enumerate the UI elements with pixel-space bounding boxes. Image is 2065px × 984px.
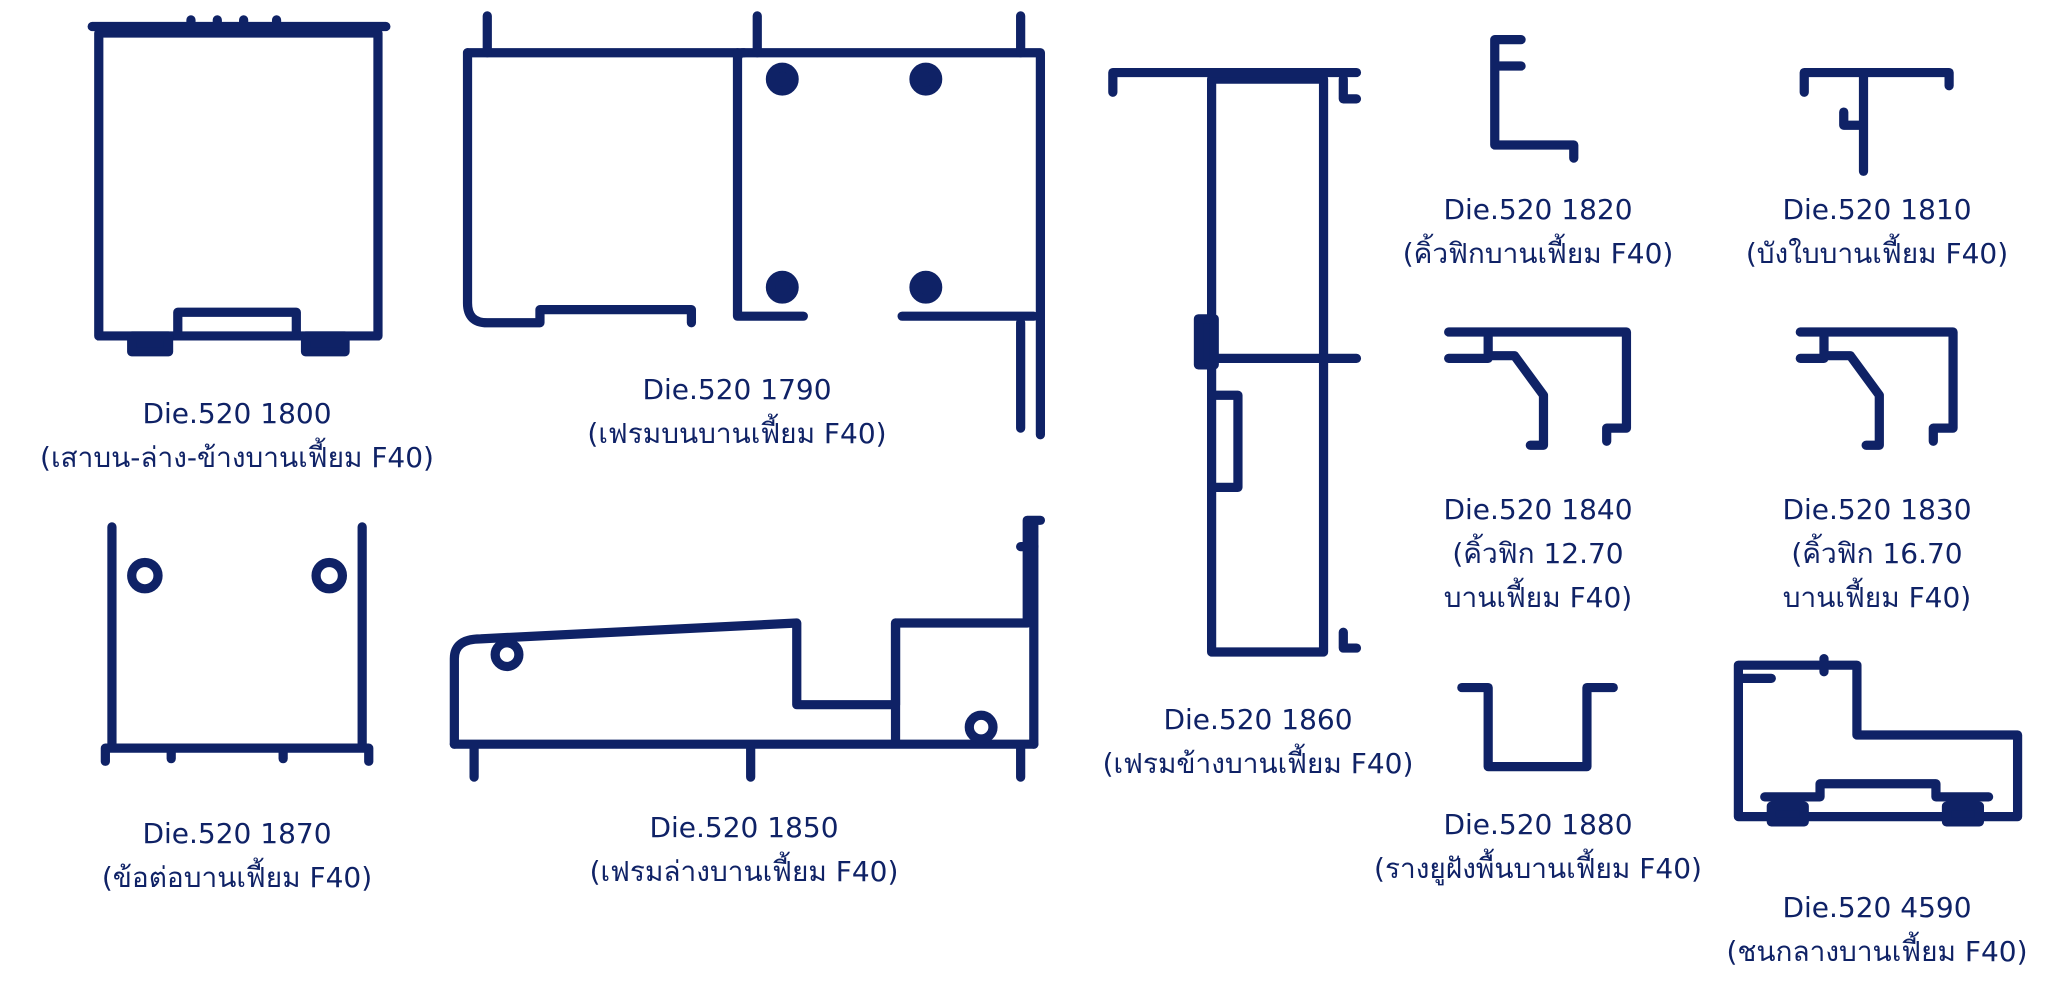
code: Die.520 1880 bbox=[1443, 808, 1633, 841]
profile-1790-drawing bbox=[462, 11, 1046, 440]
label-1860: Die.520 1860 (เฟรมข้างบานเฟี้ยม F40) bbox=[1103, 698, 1414, 786]
profile-1830-drawing bbox=[1795, 327, 1958, 450]
label-1840: Die.520 1840 (คิ้วฟิก 12.70 บานเฟี้ยม F4… bbox=[1443, 488, 1632, 620]
desc: (เสาบน-ล่าง-ข้างบานเฟี้ยม F40) bbox=[40, 441, 434, 474]
desc: (ข้อต่อบานเฟี้ยม F40) bbox=[101, 861, 373, 894]
code: Die.520 1860 bbox=[1163, 703, 1353, 736]
profile-1870-drawing bbox=[100, 522, 374, 766]
label-4590: Die.520 4590 (ชนกลางบานเฟี้ยม F40) bbox=[1726, 886, 2027, 974]
label-1820: Die.520 1820 (คิ้วฟิกบานเฟี้ยม F40) bbox=[1403, 188, 1674, 276]
code: Die.520 1870 bbox=[142, 817, 332, 850]
profile-1800-drawing bbox=[87, 15, 391, 357]
label-1790: Die.520 1790 (เฟรมบนบานเฟี้ยม F40) bbox=[587, 368, 886, 456]
desc: (คิ้วฟิก 12.70 bbox=[1452, 537, 1624, 570]
profile-1860-drawing bbox=[1108, 67, 1362, 657]
label-1800: Die.520 1800 (เสาบน-ล่าง-ข้างบานเฟี้ยม F… bbox=[40, 392, 434, 480]
code: Die.520 1840 bbox=[1443, 493, 1633, 526]
profile-4590-drawing bbox=[1733, 653, 2023, 827]
code: Die.520 4590 bbox=[1782, 891, 1972, 924]
code: Die.520 1800 bbox=[142, 397, 332, 430]
profile-1850-drawing bbox=[449, 515, 1046, 782]
desc: (รางยูฝังพื้นบานเฟี้ยม F40) bbox=[1374, 852, 1702, 885]
profile-1820-drawing bbox=[1490, 35, 1579, 163]
profile-1880-drawing bbox=[1457, 682, 1618, 772]
code: Die.520 1830 bbox=[1782, 493, 1972, 526]
desc: (ชนกลางบานเฟี้ยม F40) bbox=[1726, 935, 2028, 968]
desc: (คิ้วฟิกบานเฟี้ยม F40) bbox=[1402, 237, 1674, 270]
code: Die.520 1790 bbox=[642, 373, 832, 406]
code: Die.520 1810 bbox=[1782, 193, 1972, 226]
code: Die.520 1850 bbox=[649, 811, 839, 844]
desc: (เฟรมบนบานเฟี้ยม F40) bbox=[587, 417, 887, 450]
code: Die.520 1820 bbox=[1443, 193, 1633, 226]
label-1850: Die.520 1850 (เฟรมล่างบานเฟี้ยม F40) bbox=[590, 806, 899, 894]
desc: (เฟรมข้างบานเฟี้ยม F40) bbox=[1102, 747, 1414, 780]
profile-1810-drawing bbox=[1799, 67, 1954, 176]
desc: บานเฟี้ยม F40) bbox=[1443, 581, 1633, 614]
label-1830: Die.520 1830 (คิ้วฟิก 16.70 บานเฟี้ยม F4… bbox=[1782, 488, 1971, 620]
label-1870: Die.520 1870 (ข้อต่อบานเฟี้ยม F40) bbox=[102, 812, 372, 900]
label-1880: Die.520 1880 (รางยูฝังพื้นบานเฟี้ยม F40) bbox=[1374, 803, 1702, 891]
desc: บานเฟี้ยม F40) bbox=[1782, 581, 1972, 614]
label-1810: Die.520 1810 (บังใบบานเฟี้ยม F40) bbox=[1746, 188, 2008, 276]
desc: (คิ้วฟิก 16.70 bbox=[1791, 537, 1963, 570]
desc: (บังใบบานเฟี้ยม F40) bbox=[1745, 237, 2009, 270]
profile-1840-drawing bbox=[1444, 327, 1632, 450]
desc: (เฟรมล่างบานเฟี้ยม F40) bbox=[589, 855, 899, 888]
